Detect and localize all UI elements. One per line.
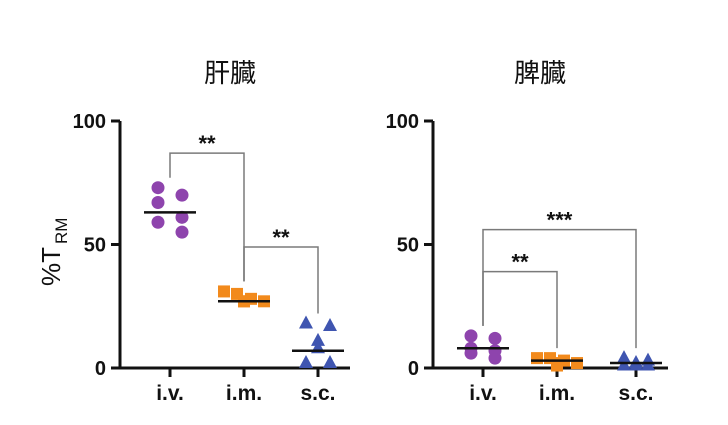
data-point-circle (151, 215, 165, 229)
data-point-square (218, 285, 230, 298)
liver-panel: 肝臓 0 50 100 i.v. i.m. s.c. ** ** (73, 58, 350, 405)
x-category-label: i.m. (539, 382, 575, 405)
data-point-circle (175, 225, 189, 239)
data-point-square (551, 359, 563, 372)
significance-bracket (482, 228, 637, 349)
data-point-circle (175, 210, 189, 224)
significance-label: *** (547, 208, 573, 233)
data-point-circle (175, 188, 189, 202)
data-point-square (571, 357, 583, 370)
data-point-triangle (617, 350, 631, 364)
data-point-triangle (311, 332, 325, 346)
y-axis-label-main: %T (36, 247, 66, 286)
data-point-square (531, 352, 543, 365)
data-point-triangle (299, 315, 313, 329)
data-point-circle (488, 351, 502, 365)
x-category-label: i.v. (469, 382, 497, 405)
x-category-label: i.m. (226, 382, 262, 405)
data-point-circle (151, 196, 165, 210)
data-point-triangle (299, 355, 313, 369)
data-point-circle (488, 331, 502, 345)
y-tick-label: 50 (84, 235, 106, 257)
significance-bracket (243, 246, 319, 314)
panel-title: 脾臓 (514, 58, 566, 88)
x-category-label: s.c. (300, 382, 335, 405)
significance-label: ** (272, 225, 290, 250)
significance-bracket (169, 152, 245, 282)
significance-label: ** (511, 250, 529, 275)
y-axis-label-subscript: RM (52, 218, 71, 244)
data-point-circle (151, 181, 165, 195)
y-tick-label: 0 (95, 358, 106, 380)
y-tick-label: 100 (73, 111, 106, 133)
data-point-triangle (323, 355, 337, 369)
data-point-circle (464, 346, 478, 360)
x-category-label: i.v. (156, 382, 184, 405)
data-point-circle (464, 329, 478, 343)
x-category-label: s.c. (618, 382, 653, 405)
y-tick-label: 100 (386, 111, 419, 133)
significance-label: ** (198, 131, 216, 156)
y-axis-label: %T RM (36, 218, 71, 286)
data-point-triangle (323, 318, 337, 332)
y-tick-label: 50 (397, 235, 419, 257)
y-tick-label: 0 (408, 358, 419, 380)
panel-title: 肝臓 (204, 58, 256, 88)
